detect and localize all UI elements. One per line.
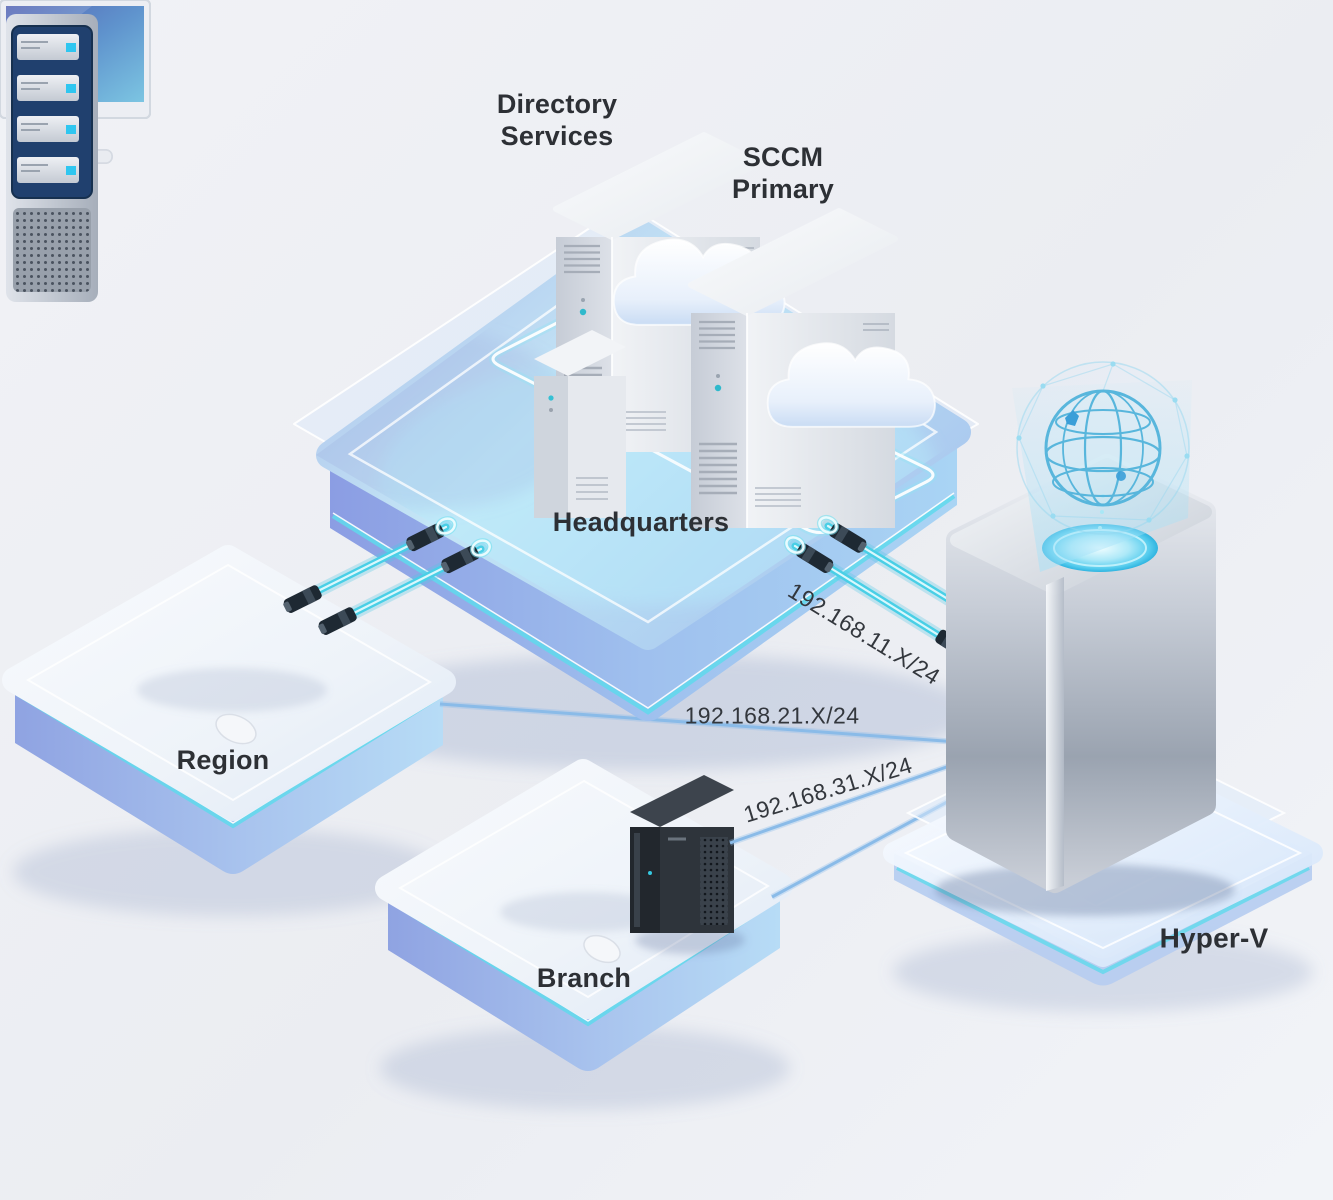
branch-mouse-icon [583, 934, 621, 964]
hologram-globe-icon [1016, 361, 1190, 535]
hologram-light-cone [1012, 380, 1192, 572]
globe-landmark [1065, 410, 1079, 426]
headquarters-platform [0, 0, 979, 721]
branch-platform [0, 0, 793, 1071]
cable-hq-hyperv-1 [783, 534, 975, 662]
subnet-line-region-hyperv [439, 701, 986, 747]
hyperv-group [6, 14, 1323, 986]
region-mouse-icon [215, 713, 257, 745]
cable-region-hq-2 [316, 538, 493, 637]
cable-region-hq-1 [281, 516, 458, 615]
hyperv-rack-face [6, 14, 98, 302]
subnet-line-branch-hyperv [729, 754, 976, 900]
